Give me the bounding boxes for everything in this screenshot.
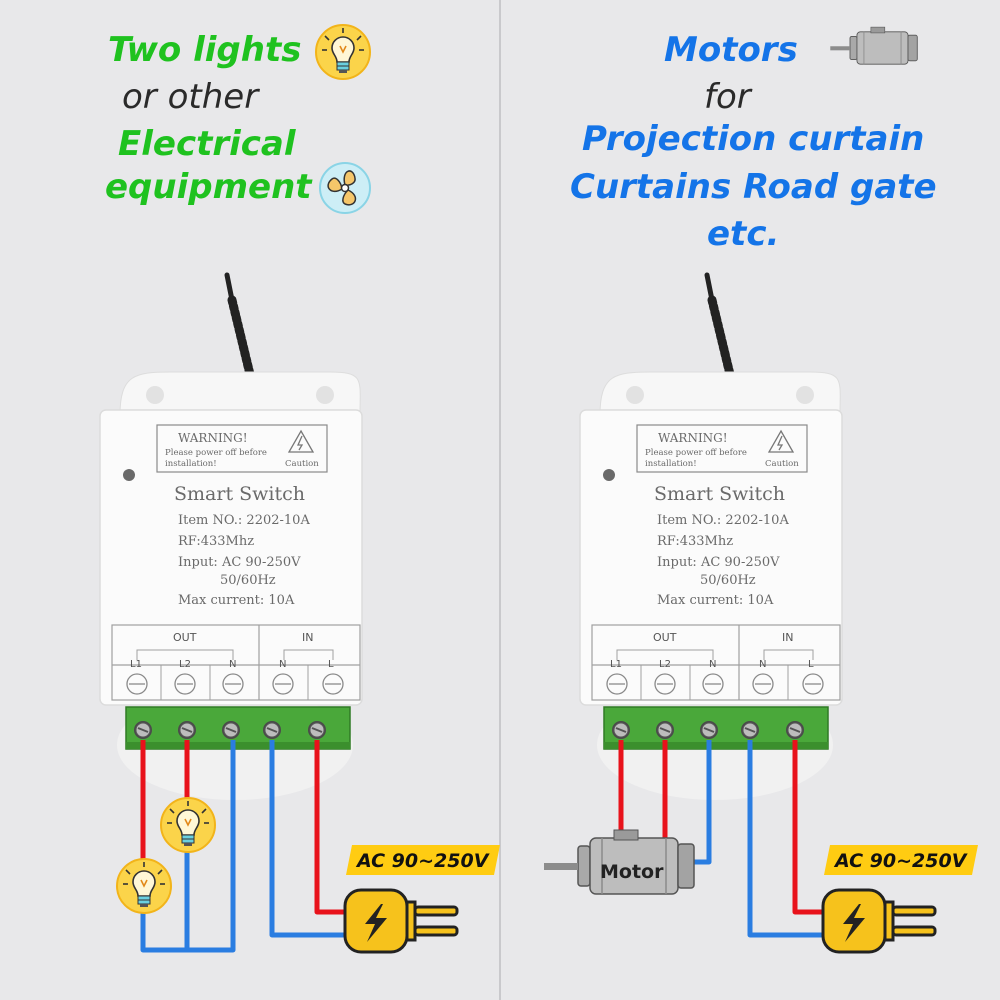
left-input: Input: AC 90-250V <box>178 555 301 570</box>
warning-icon <box>767 429 795 453</box>
right-freq: 50/60Hz <box>700 573 756 588</box>
left-term-n-in: N <box>279 659 286 670</box>
left-caution-label: Caution <box>285 459 319 469</box>
left-max-current: Max current: 10A <box>178 593 295 608</box>
right-term-n-out: N <box>709 659 716 670</box>
right-in-label: IN <box>782 631 793 644</box>
right-title-line5: etc. <box>707 214 780 254</box>
left-warning-line1: Please power off before <box>165 448 267 458</box>
left-wires <box>140 740 345 953</box>
left-terminal-diagram <box>111 624 361 701</box>
right-warning-title: WARNING! <box>658 431 728 445</box>
left-title-line2: or other <box>122 77 259 117</box>
light-bulb-icon <box>116 858 172 914</box>
light-bulb-icon <box>160 797 216 853</box>
left-in-label: IN <box>302 631 313 644</box>
left-out-label: OUT <box>173 631 197 644</box>
right-title-line4: Curtains Road gate <box>570 167 937 207</box>
right-wire-n-out <box>690 740 712 865</box>
motor-icon <box>829 26 918 65</box>
plug-icon <box>343 888 459 954</box>
right-ac-label-text: AC 90~250V <box>833 850 968 872</box>
right-warning-line2: installation! <box>645 459 697 469</box>
left-term-n-out: N <box>229 659 236 670</box>
left-warning-line2: installation! <box>165 459 217 469</box>
left-wire-l-in <box>314 740 345 915</box>
left-rf: RF:433Mhz <box>178 534 254 549</box>
panel-divider <box>499 0 501 1000</box>
right-wire-n-in <box>747 740 825 938</box>
right-wire-l-in <box>792 740 825 915</box>
right-out-label: OUT <box>653 631 677 644</box>
light-bulb-icon <box>315 24 371 80</box>
right-term-l1: L1 <box>610 659 622 670</box>
right-led-indicator <box>603 469 615 481</box>
right-term-l2: L2 <box>659 659 671 670</box>
right-terminal-diagram <box>591 624 841 701</box>
right-input: Input: AC 90-250V <box>657 555 780 570</box>
right-term-n-in: N <box>759 659 766 670</box>
left-device-name: Smart Switch <box>174 483 305 505</box>
right-device: WARNING! Please power off before install… <box>579 272 843 800</box>
left-ac-label-text: AC 90~250V <box>355 850 490 872</box>
right-max-current: Max current: 10A <box>657 593 774 608</box>
left-warning-box <box>156 424 328 473</box>
left-ac-label: AC 90~250V <box>346 845 500 875</box>
right-title-line3: Projection curtain <box>582 119 925 159</box>
right-title-line2: for <box>704 77 751 117</box>
left-term-l-in: L <box>328 659 334 670</box>
left-item-no: Item NO.: 2202-10A <box>178 513 310 528</box>
warning-icon <box>287 429 315 453</box>
left-title-line4: equipment <box>105 167 312 207</box>
right-rf: RF:433Mhz <box>657 534 733 549</box>
left-title-line3: Electrical <box>118 124 296 164</box>
left-warning-title: WARNING! <box>178 431 248 445</box>
left-term-l2: L2 <box>179 659 191 670</box>
left-title-line1: Two lights <box>108 30 302 70</box>
left-term-l1: L1 <box>130 659 142 670</box>
plug-icon <box>821 888 937 954</box>
left-device: WARNING! Please power off before install… <box>99 272 363 800</box>
right-warning-box <box>636 424 808 473</box>
right-device-body <box>579 409 843 706</box>
right-device-name: Smart Switch <box>654 483 785 505</box>
right-term-l-in: L <box>808 659 814 670</box>
left-device-body <box>99 409 363 706</box>
right-ac-label: AC 90~250V <box>824 845 978 875</box>
right-item-no: Item NO.: 2202-10A <box>657 513 789 528</box>
left-led-indicator <box>123 469 135 481</box>
left-wire-n-in <box>269 740 345 938</box>
right-title-line1: Motors <box>664 30 798 70</box>
motor-label: Motor <box>600 861 664 883</box>
right-warning-line1: Please power off before <box>645 448 747 458</box>
right-caution-label: Caution <box>765 459 799 469</box>
left-freq: 50/60Hz <box>220 573 276 588</box>
fan-icon <box>319 162 371 214</box>
